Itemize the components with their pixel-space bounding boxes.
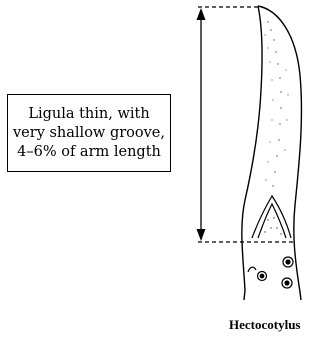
suckers: [248, 257, 293, 288]
ligula-callout-box: Ligula thin, with very shallow groove, 4…: [7, 94, 171, 172]
callout-line-2: very shallow groove,: [13, 124, 165, 143]
figure-caption: Hectocotylus: [229, 317, 323, 333]
callout-line-1: Ligula thin, with: [28, 105, 149, 124]
ligula: [252, 196, 291, 238]
measurement-arrowhead-top: [197, 8, 206, 20]
arm-outline: [242, 6, 302, 300]
measurement-arrowhead-bottom: [197, 229, 206, 241]
callout-line-3: 4–6% of arm length: [17, 143, 161, 162]
groove-stipple: [264, 21, 288, 186]
